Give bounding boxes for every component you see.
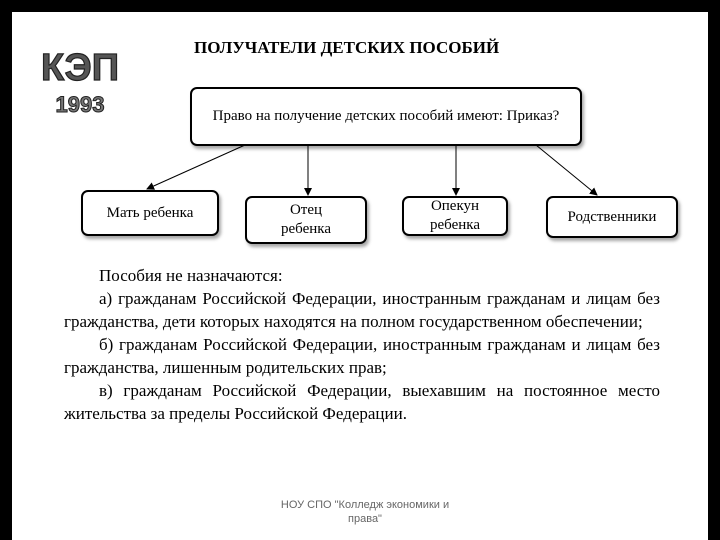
child-box-mother: Мать ребенка: [81, 190, 219, 236]
child-box-relatives: Родственники: [546, 196, 678, 238]
exclusion-item-c: в) гражданам Российской Федерации, выеха…: [64, 381, 660, 423]
college-logo: КЭП 1993: [42, 32, 120, 118]
slide: КЭП 1993 ПОЛУЧАТЕЛИ ДЕТСКИХ ПОСОБИЙ Прав…: [12, 12, 708, 540]
page-title: ПОЛУЧАТЕЛИ ДЕТСКИХ ПОСОБИЙ: [194, 38, 500, 57]
footer-text: НОУ СПО "Колледж экономики и права": [280, 499, 450, 525]
child-box-guardian: Опекун ребенка: [402, 196, 508, 236]
exclusions-heading: Пособия не назначаются:: [99, 266, 283, 285]
diagram-root-box: Право на получение детских пособий имеют…: [190, 87, 582, 146]
exclusion-item-b: б) гражданам Российской Федерации, иност…: [64, 335, 660, 377]
child-box-father: Отец ребенка: [245, 196, 367, 244]
diagram-connectors: [146, 144, 598, 196]
exclusions-text: Пособия не назначаются: а) гражданам Рос…: [64, 264, 660, 425]
arrow-to-mother: [146, 144, 246, 190]
logo-letters: КЭП: [42, 47, 119, 89]
arrow-to-relatives: [535, 144, 598, 196]
exclusion-item-a: а) гражданам Российской Федерации, иност…: [64, 289, 660, 331]
logo-year: 1993: [56, 92, 105, 117]
